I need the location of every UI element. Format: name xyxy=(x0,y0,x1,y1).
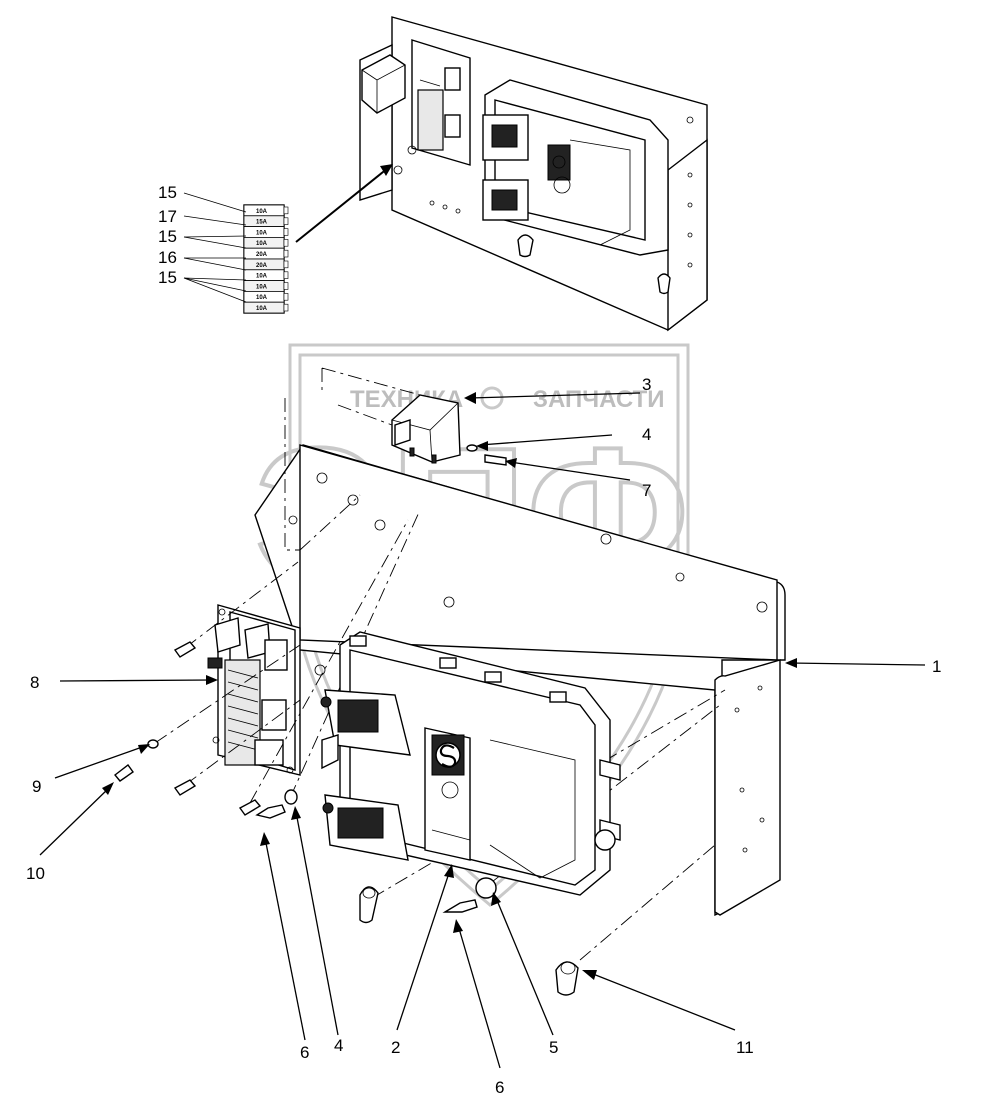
fuse-label: 10A xyxy=(256,230,268,236)
watermark-right-word: ЗАПЧАСТИ xyxy=(533,386,665,413)
fuse-label: 10A xyxy=(256,241,268,247)
callout-16: 16 xyxy=(158,248,177,267)
callout-15: 15 xyxy=(158,227,177,246)
top-assembled-view xyxy=(359,16,708,332)
fuse-tab xyxy=(283,206,289,215)
fuse-callout-leaders xyxy=(183,192,247,303)
fuse-label: 10A xyxy=(256,306,268,312)
callout-5: 5 xyxy=(549,1038,558,1057)
controller-module xyxy=(320,631,621,896)
controller-module-top xyxy=(482,79,669,256)
fuse-tab xyxy=(283,228,289,236)
mounting-plate xyxy=(254,444,786,917)
callout-9: 9 xyxy=(32,777,41,796)
callout-4: 4 xyxy=(334,1036,343,1055)
callout-17: 17 xyxy=(158,207,177,226)
callout-15: 15 xyxy=(158,183,177,202)
fuse-label: 20A xyxy=(256,263,268,269)
fuse-label: 10A xyxy=(256,274,268,280)
callout-10: 10 xyxy=(26,864,45,883)
fuse-label: 20A xyxy=(256,252,268,258)
callout-3: 3 xyxy=(642,375,651,394)
callout-2: 2 xyxy=(391,1038,400,1057)
fuse-strip: 10A 15A 10A 10A 20A 20A 10A 10A 10A 10A xyxy=(243,204,289,314)
callout-6: 6 xyxy=(300,1043,309,1062)
fuse-tab xyxy=(283,293,289,301)
callout-11: 11 xyxy=(736,1038,754,1057)
fuse-tab xyxy=(283,260,289,269)
fuse-tab xyxy=(283,303,289,312)
callout-4: 4 xyxy=(642,425,651,444)
fuse-tab xyxy=(283,271,289,279)
fuse-label: 10A xyxy=(256,209,268,215)
fuse-tab xyxy=(283,282,289,290)
relay-icon xyxy=(361,54,406,114)
relay-icon xyxy=(391,394,461,464)
fuse-block-icon xyxy=(393,39,471,175)
callouts: 15 17 15 16 15 3 4 7 1 8 9 10 6 4 2 5 6 … xyxy=(26,183,941,1097)
fuse-label: 15A xyxy=(256,220,268,226)
fuse-tab xyxy=(283,249,289,258)
callout-7: 7 xyxy=(642,481,651,500)
fuse-label: 10A xyxy=(256,284,268,290)
fuse-tab xyxy=(283,239,289,247)
ring-bolt-icon xyxy=(359,886,579,996)
callout-1: 1 xyxy=(932,657,941,676)
fuse-tab xyxy=(283,217,289,225)
screw-icon xyxy=(173,641,262,816)
fuse-label: 10A xyxy=(256,295,268,301)
s-logo-icon xyxy=(435,742,461,768)
callout-15: 15 xyxy=(158,268,177,287)
fuse-block-icon xyxy=(207,604,301,776)
callout-8: 8 xyxy=(30,673,39,692)
callout-6: 6 xyxy=(495,1078,504,1097)
